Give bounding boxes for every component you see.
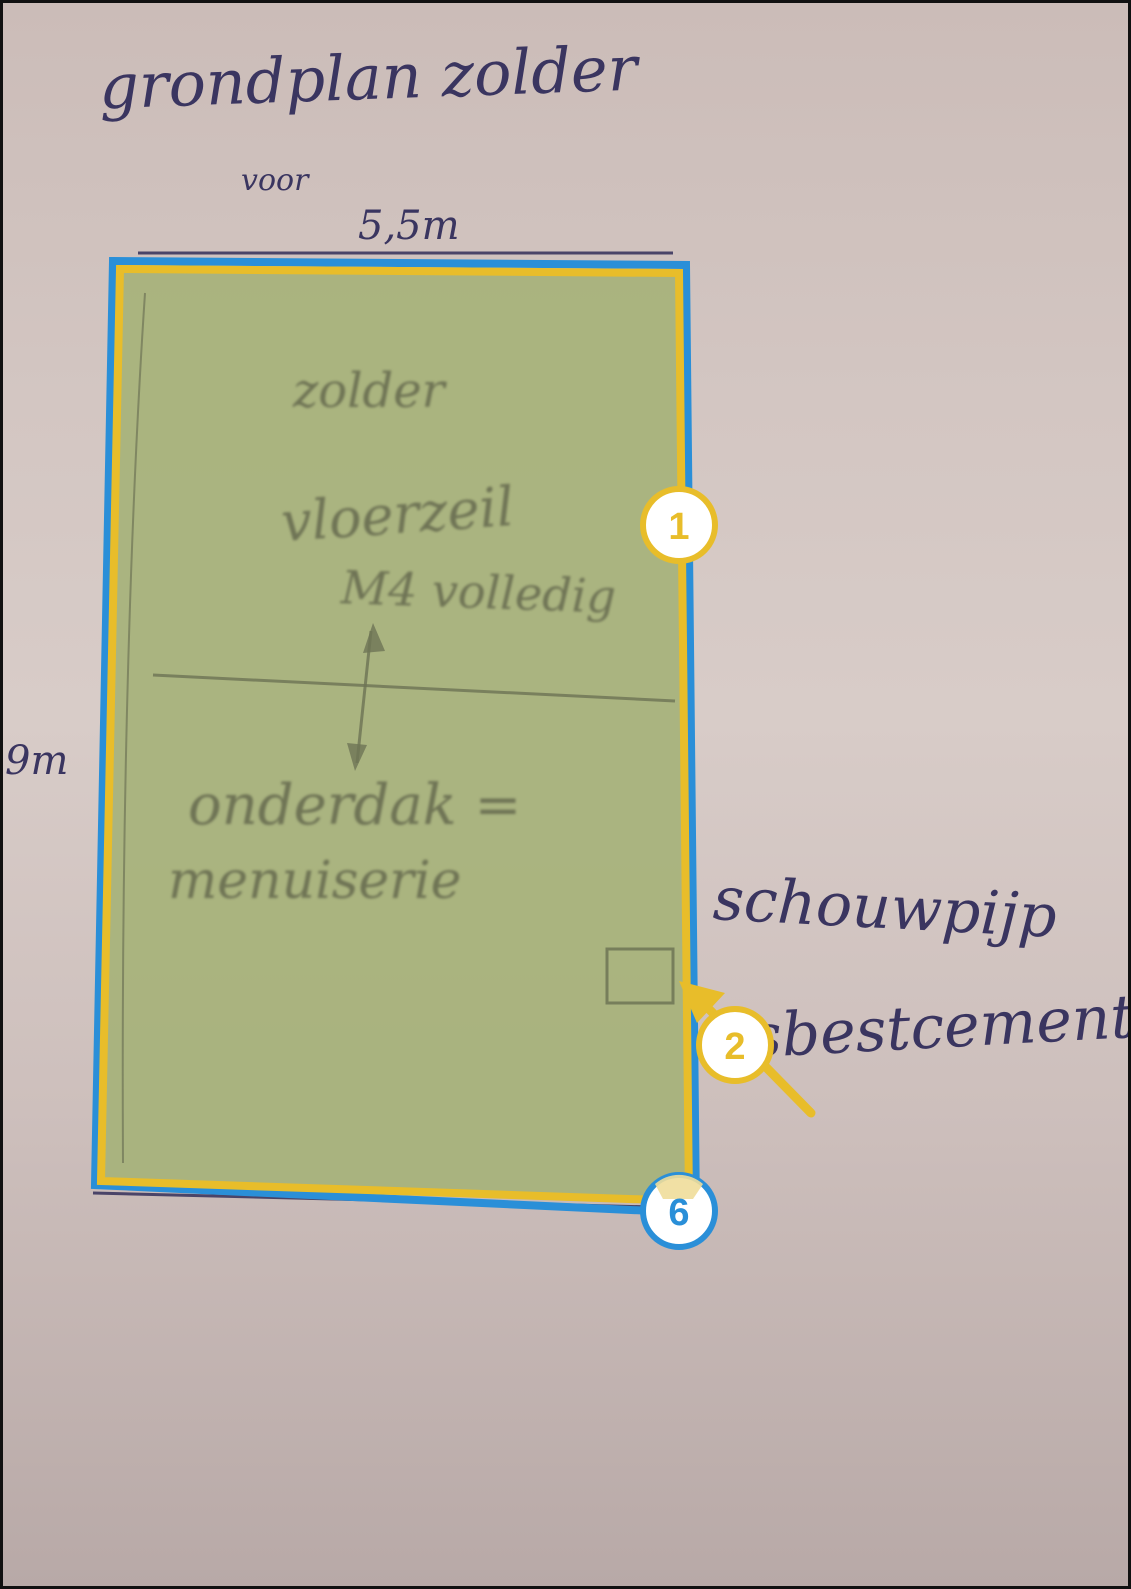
front-label: voor: [241, 163, 309, 198]
length-dimension: 9m: [5, 738, 69, 784]
arrow-down-head: [347, 743, 367, 771]
left-wall-line: [121, 292, 146, 1164]
floorplan-drawing: 6 1 2: [90, 251, 816, 1250]
floor-covering-line2: M4 volledig: [340, 560, 617, 624]
arrow-line: [355, 630, 373, 764]
arrow-up-head: [363, 623, 385, 653]
marker-6[interactable]: 6: [640, 1172, 718, 1250]
marker-6-label: 6: [668, 1192, 689, 1234]
divider-line: [152, 673, 676, 703]
subfloor-line2: menuiserie: [168, 851, 462, 911]
marker-1-label: 1: [668, 506, 689, 548]
marker-2-label: 2: [724, 1026, 745, 1068]
marker-1[interactable]: 1: [640, 486, 718, 564]
room-name: zolder: [293, 363, 445, 419]
width-dimension: 5,5m: [358, 203, 460, 249]
marker-2-arrowhead: [679, 981, 725, 1023]
subfloor-line1: onderdak =: [188, 773, 522, 838]
marker-2[interactable]: 2: [696, 1006, 774, 1084]
chimney-box: [605, 947, 675, 1005]
